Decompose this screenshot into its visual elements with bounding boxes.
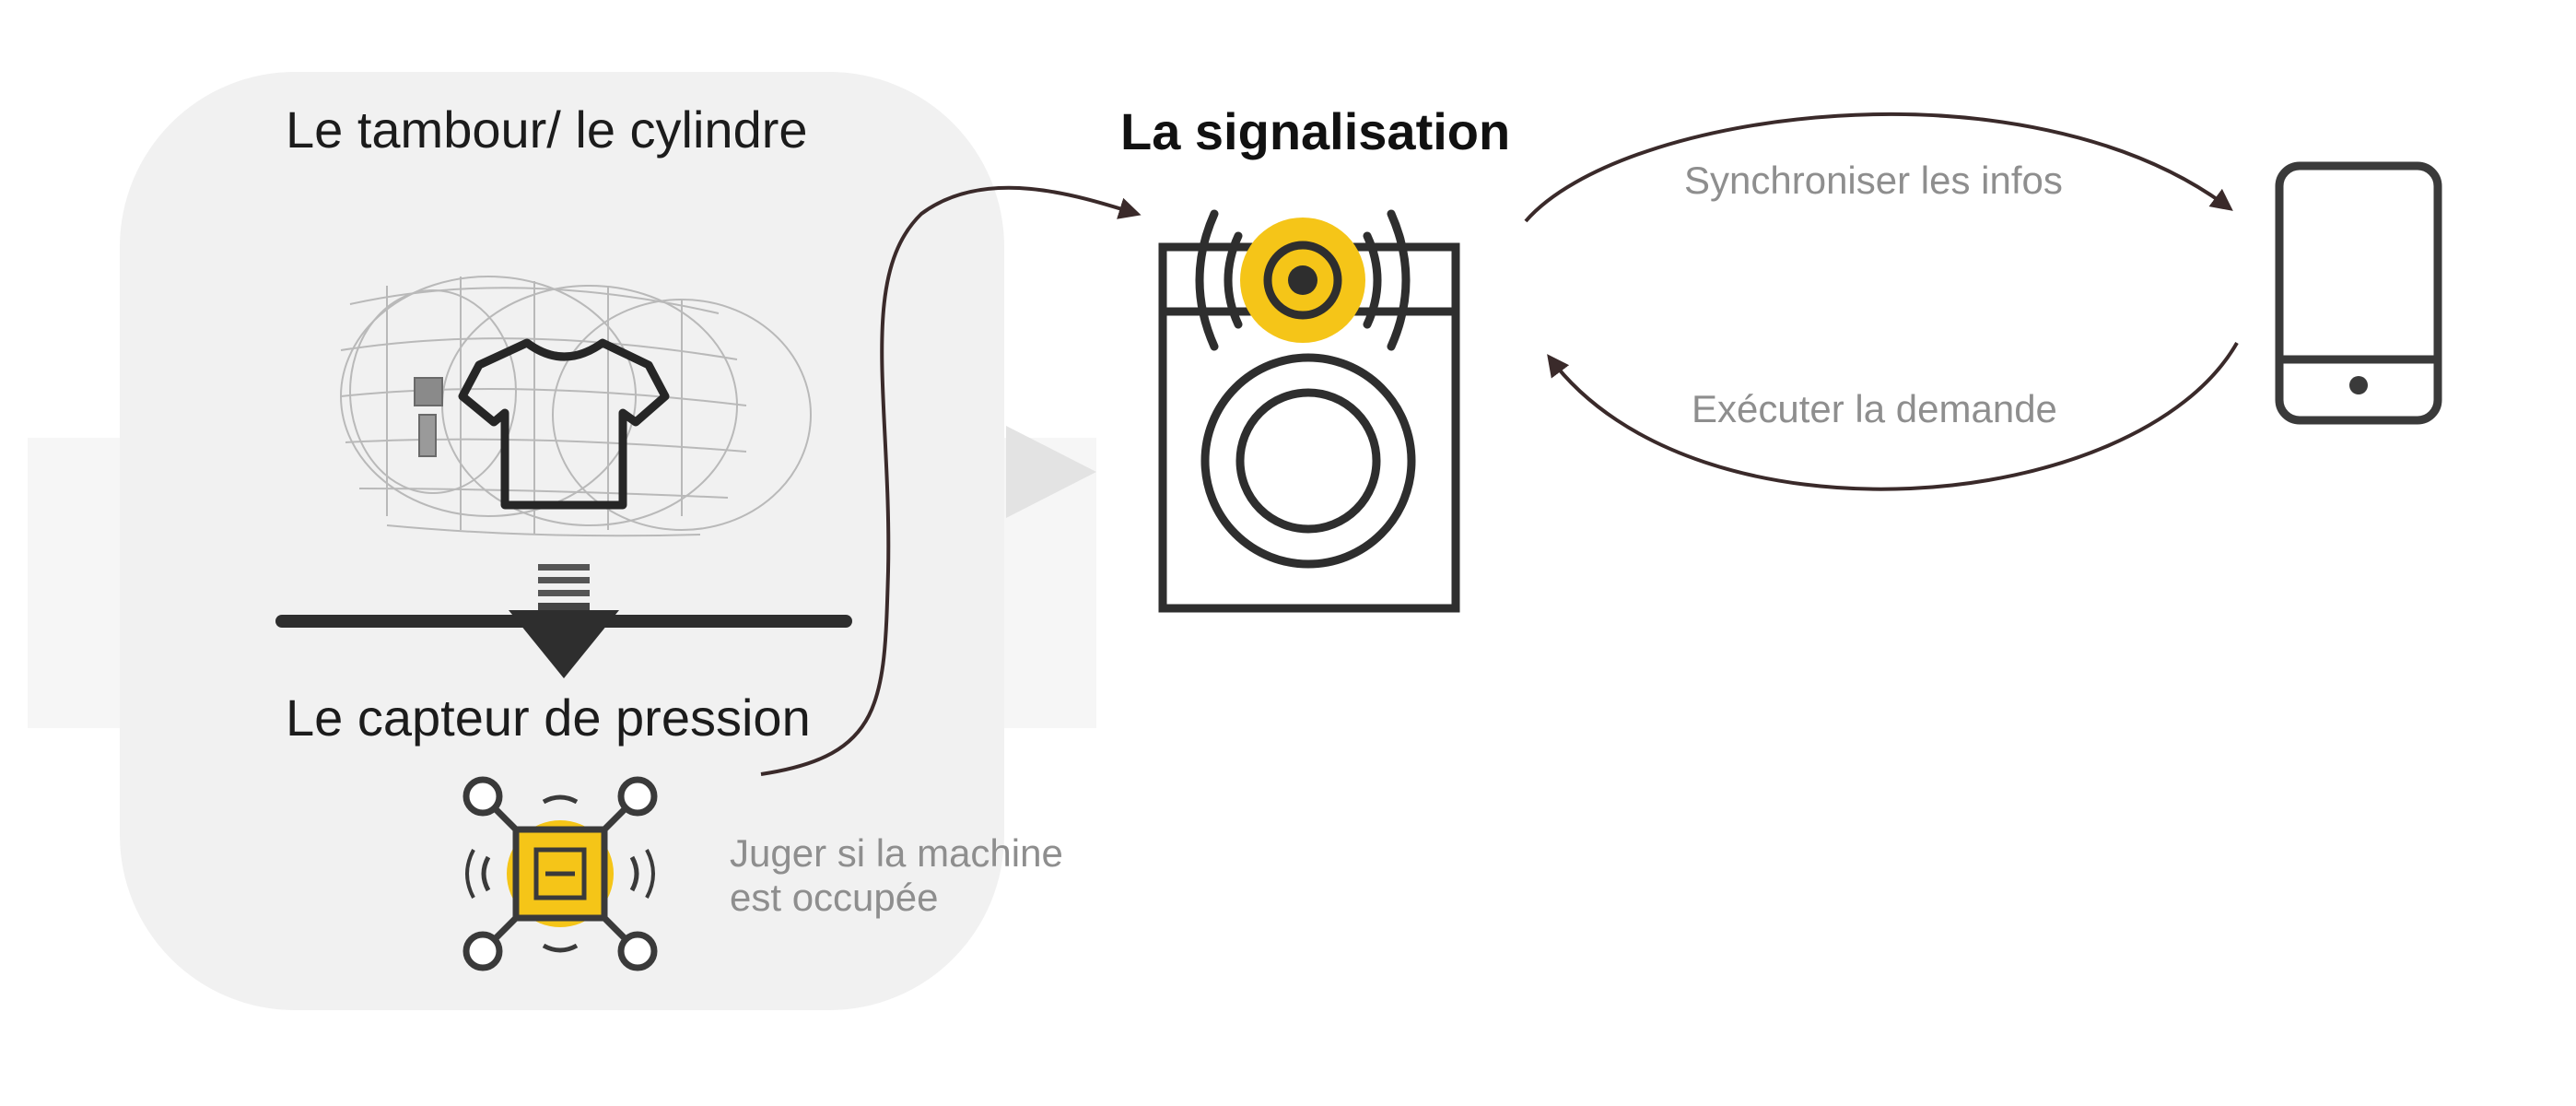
signal-waves-icon — [1195, 209, 1411, 351]
pressure-arrow — [275, 564, 852, 678]
sensor-note: Juger si la machine est occupée — [730, 831, 1153, 920]
drum-title: Le tambour/ le cylindre — [286, 100, 808, 159]
panel-pointer-triangle — [1006, 426, 1096, 518]
flow-arrows — [760, 112, 2239, 776]
background-panels — [28, 72, 1096, 1010]
execute-arrow — [1547, 342, 2239, 491]
sensor-note-line1: Juger si la machine — [730, 831, 1063, 875]
execute-label: Exécuter la demande — [1692, 387, 2057, 430]
sensor-chip-icon — [463, 776, 658, 971]
sensor-title: Le capteur de pression — [286, 688, 811, 747]
signal-title: La signalisation — [1120, 102, 1511, 160]
sensor-note-line2: est occupée — [730, 876, 939, 919]
tshirt-icon — [458, 338, 670, 510]
left-panel — [120, 72, 1004, 1010]
sync-arrow — [1524, 112, 2233, 223]
smartphone-icon — [2275, 161, 2442, 425]
sync-label: Synchroniser les infos — [1684, 159, 2063, 202]
sensor-to-signal-arrow — [760, 185, 1142, 776]
